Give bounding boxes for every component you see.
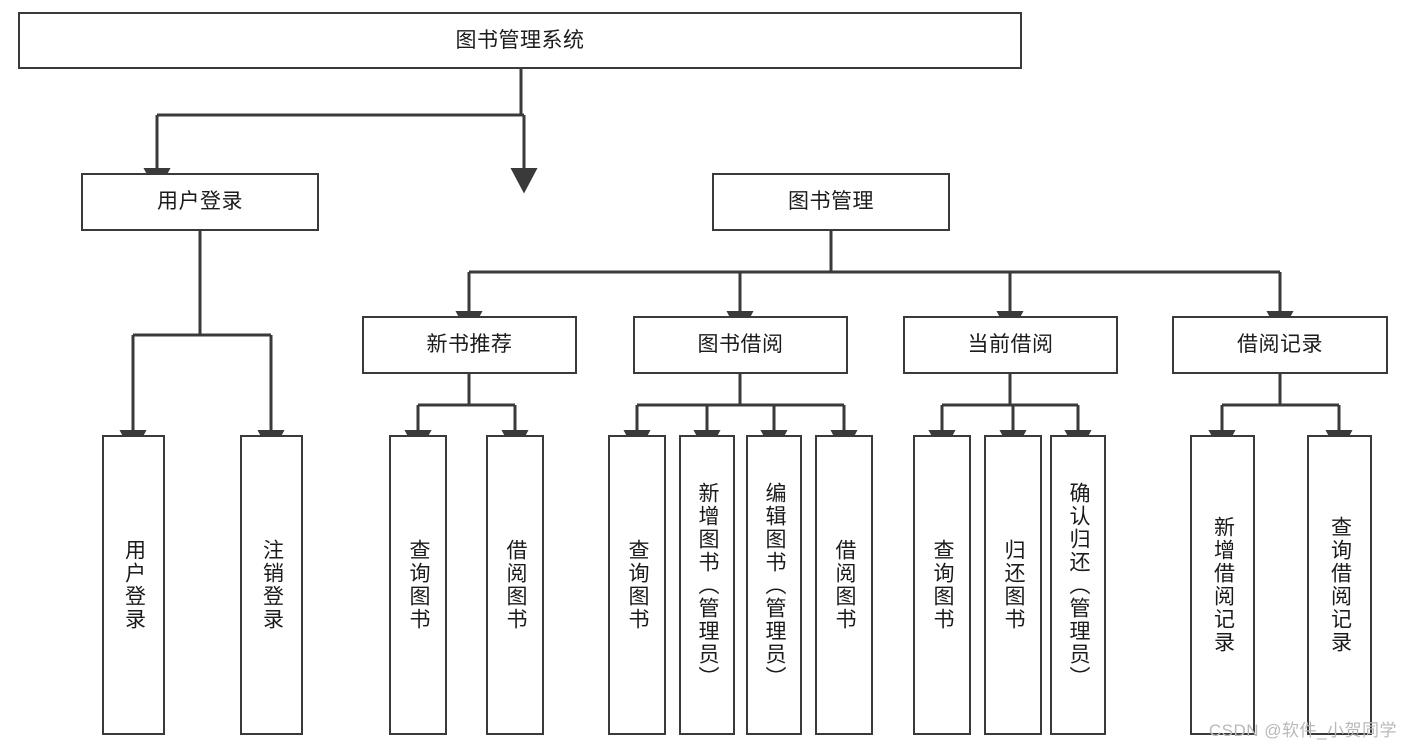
node-book-manage[interactable]: 图书管理 — [712, 173, 950, 231]
node-book-borrow[interactable]: 图书借阅 — [633, 316, 848, 374]
node-label: 确认归还（管理员） — [1067, 481, 1091, 689]
node-borrow-record[interactable]: 借阅记录 — [1172, 316, 1388, 374]
node-label: 新增借阅记录 — [1211, 516, 1235, 654]
node-label: 图书借阅 — [697, 333, 784, 357]
node-leaf-return-book[interactable]: 归还图书 — [984, 435, 1042, 735]
node-label: 借阅图书 — [833, 539, 857, 631]
node-label: 当前借阅 — [967, 333, 1054, 357]
node-current-borrow[interactable]: 当前借阅 — [903, 316, 1118, 374]
node-label: 用户登录 — [157, 190, 243, 214]
node-label: 查询借阅记录 — [1328, 516, 1352, 654]
node-leaf-add-record[interactable]: 新增借阅记录 — [1190, 435, 1255, 735]
node-label: 归还图书 — [1002, 539, 1026, 631]
node-new-book-recommend[interactable]: 新书推荐 — [362, 316, 577, 374]
node-label: 用户登录 — [122, 539, 146, 631]
node-user-login[interactable]: 用户登录 — [81, 173, 319, 231]
node-label: 图书管理系统 — [455, 28, 585, 52]
node-leaf-query-record[interactable]: 查询借阅记录 — [1307, 435, 1372, 735]
node-leaf-edit-book[interactable]: 编辑图书（管理员） — [746, 435, 802, 735]
node-label: 查询图书 — [626, 539, 650, 631]
watermark: CSDN @软件_小贺同学 — [1208, 721, 1397, 740]
node-leaf-confirm-return[interactable]: 确认归还（管理员） — [1050, 435, 1106, 735]
node-root[interactable]: 图书管理系统 — [18, 12, 1022, 69]
connector-layer — [119, 69, 1353, 456]
node-label: 新书推荐 — [426, 333, 513, 357]
node-leaf-logout[interactable]: 注销登录 — [240, 435, 303, 735]
node-leaf-query-book-3[interactable]: 查询图书 — [913, 435, 971, 735]
node-leaf-add-book[interactable]: 新增图书（管理员） — [679, 435, 735, 735]
node-leaf-query-book-1[interactable]: 查询图书 — [389, 435, 447, 735]
node-label: 借阅记录 — [1237, 333, 1323, 357]
node-leaf-query-book-2[interactable]: 查询图书 — [608, 435, 666, 735]
node-label: 注销登录 — [260, 539, 284, 631]
node-label: 借阅图书 — [504, 539, 528, 631]
node-leaf-user-login[interactable]: 用户登录 — [102, 435, 165, 735]
node-label: 新增图书（管理员） — [696, 481, 720, 689]
node-label: 查询图书 — [931, 539, 955, 631]
node-label: 图书管理 — [788, 190, 874, 214]
node-label: 编辑图书（管理员） — [763, 481, 787, 689]
node-leaf-borrow-book-1[interactable]: 借阅图书 — [486, 435, 544, 735]
node-leaf-borrow-book-2[interactable]: 借阅图书 — [815, 435, 873, 735]
node-label: 查询图书 — [407, 539, 431, 631]
